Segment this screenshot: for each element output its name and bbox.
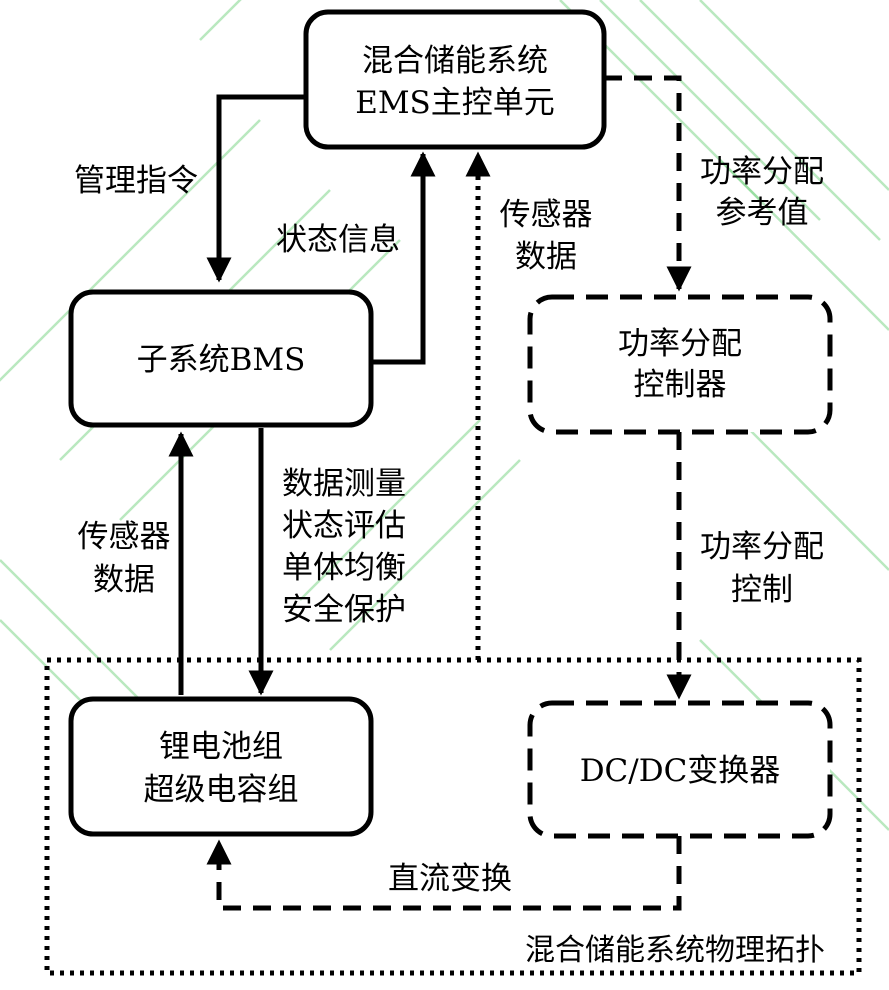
sensor-bms-label-line2: 数据 xyxy=(93,562,155,598)
power-ctrl-label-line1: 功率分配 xyxy=(700,529,824,565)
status-info-arrow xyxy=(371,151,436,365)
ems-title-line2: EMS主控单元 xyxy=(355,85,555,121)
power-ref-arrow xyxy=(604,75,692,292)
pdc-label-line2: 控制器 xyxy=(634,367,727,403)
status-info-label: 状态信息 xyxy=(276,222,400,258)
bms-func-2: 状态评估 xyxy=(282,508,406,544)
dcdc-label: DC/DC变换器 xyxy=(580,753,781,789)
mgmt-cmd-label: 管理指令 xyxy=(74,163,198,199)
ems-controller-node: 混合储能系统 EMS主控单元 xyxy=(303,9,607,150)
bms-func-3: 单体均衡 xyxy=(282,550,406,586)
bms-func-1: 数据测量 xyxy=(282,466,406,502)
dcdc-converter-node: DC/DC变换器 xyxy=(527,700,833,839)
battery-label-line1: 锂电池组 xyxy=(159,729,283,765)
physical-topology-frame xyxy=(44,657,862,976)
power-ctrl-label-line2: 控制 xyxy=(731,572,793,608)
sensor-ems-label-line2: 数据 xyxy=(515,239,577,275)
pdc-label-line1: 功率分配 xyxy=(618,326,742,362)
sensor-ems-label-line1: 传感器 xyxy=(500,197,593,233)
bms-label: 子系统BMS xyxy=(137,342,306,378)
battery-label-line2: 超级电容组 xyxy=(144,772,299,808)
sensor-bms-label-line1: 传感器 xyxy=(78,519,171,555)
dc-transform-label: 直流变换 xyxy=(388,861,512,897)
physical-topology-label: 混合储能系统物理拓扑 xyxy=(525,933,825,968)
power-ref-label-line2: 参考值 xyxy=(716,195,809,231)
mgmt-cmd-arrow xyxy=(206,94,305,283)
power-ref-label-line1: 功率分配 xyxy=(700,154,824,190)
ems-title-line1: 混合储能系统 xyxy=(362,43,548,79)
power-distribution-controller-node: 功率分配 控制器 xyxy=(527,294,833,435)
dc-transform-arrow xyxy=(206,836,682,911)
battery-supercap-node: 锂电池组 超级电容组 xyxy=(68,696,374,837)
bms-func-4: 安全保护 xyxy=(282,592,406,628)
bms-node: 子系统BMS xyxy=(68,289,374,428)
